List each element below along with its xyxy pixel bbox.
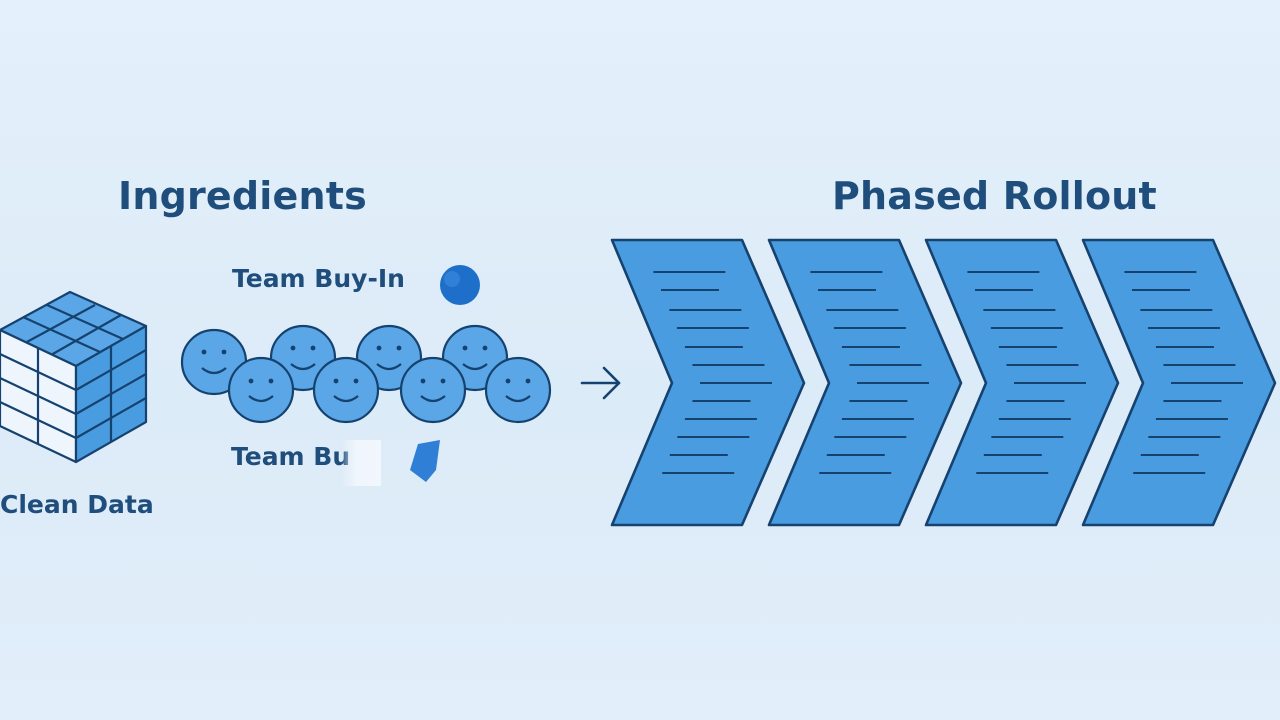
- chevron-phase-icon: [1081, 238, 1277, 527]
- label-fade-overlay: [341, 440, 381, 486]
- fragment-icon: [410, 440, 440, 482]
- team-buyin-label: Team Buy-In: [232, 264, 405, 293]
- smiley-faces-group: [180, 324, 552, 424]
- dot-icon: [440, 265, 480, 305]
- chevron-phase-icon: [767, 238, 963, 527]
- ingredients-title: Ingredients: [118, 174, 367, 218]
- dot-icon-highlight: [444, 271, 460, 287]
- smiley-face-icon: [399, 356, 467, 424]
- team-buyin-partial-label-wrap: Team Bu: [231, 440, 451, 486]
- chevron-phase-icon: [924, 238, 1120, 527]
- cube-data-icon: [0, 290, 148, 464]
- clean-data-label: Clean Data: [0, 490, 154, 519]
- smiley-face-icon: [484, 356, 552, 424]
- arrow-right-icon: [580, 366, 621, 400]
- team-buyin-partial-label: Team Bu: [231, 442, 351, 471]
- smiley-face-icon: [312, 356, 380, 424]
- chevron-phase-icon: [610, 238, 806, 527]
- smiley-face-icon: [227, 356, 295, 424]
- phase-chevrons: [610, 238, 1277, 527]
- phased-rollout-title: Phased Rollout: [832, 174, 1157, 218]
